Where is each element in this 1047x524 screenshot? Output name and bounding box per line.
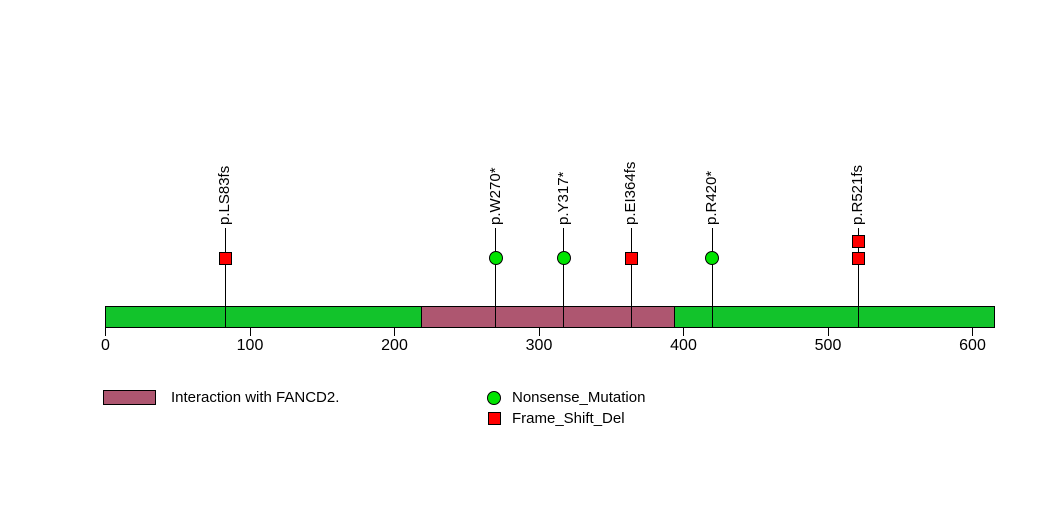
mutation-marker xyxy=(488,251,503,265)
axis-tick-label: 100 xyxy=(236,337,264,354)
axis-tick xyxy=(683,328,684,336)
legend-nonsense-mutation: Nonsense_Mutation xyxy=(487,389,645,406)
mutation-stem xyxy=(630,228,632,328)
legend-domain: Interaction with FANCD2. xyxy=(103,389,339,406)
mutation-stem xyxy=(711,228,713,328)
mutation-marker xyxy=(556,251,571,265)
legend-domain-label: Interaction with FANCD2. xyxy=(171,389,340,406)
mutation-stem xyxy=(563,228,565,328)
axis-tick-label: 400 xyxy=(670,337,697,354)
axis-tick xyxy=(105,328,106,336)
axis-tick xyxy=(249,328,251,336)
axis-tick-label: 300 xyxy=(525,337,553,354)
domain-interaction-with-fancd2- xyxy=(420,306,675,328)
mutation-marker xyxy=(624,251,638,265)
nonsense-mutation-circle-icon xyxy=(487,390,501,405)
axis-tick xyxy=(394,328,395,336)
mutation-label: p.Y317* xyxy=(554,171,572,225)
frame-shift-del-square-icon xyxy=(488,412,501,425)
axis-tick xyxy=(538,328,540,336)
mutation-label: p.EI364fs xyxy=(622,161,640,225)
mutation-stem xyxy=(495,228,497,328)
mutation-label: p.R420* xyxy=(703,170,721,225)
mutation-label: p.LS83fs xyxy=(216,165,234,225)
axis-tick xyxy=(827,328,829,336)
mutation-marker xyxy=(851,234,865,248)
axis-tick-label: 0 xyxy=(101,337,110,354)
legend-nonsense-mutation-label: Nonsense_Mutation xyxy=(512,389,646,406)
axis-tick xyxy=(972,328,973,336)
legend-frame-shift-del-label: Frame_Shift_Del xyxy=(512,410,625,427)
mutation-label: p.R521fs xyxy=(849,164,867,225)
axis-tick-label: 200 xyxy=(381,337,408,354)
mutation-marker xyxy=(851,251,865,265)
mutation-stem xyxy=(224,228,226,328)
domain-color-swatch xyxy=(103,390,156,405)
mutation-stem xyxy=(857,228,859,328)
mutation-label: p.W270* xyxy=(486,167,504,225)
axis-tick-label: 500 xyxy=(814,337,842,354)
legend-frame-shift-del: Frame_Shift_Del xyxy=(488,410,625,427)
axis-tick-label: 600 xyxy=(959,337,986,354)
mutation-marker xyxy=(218,251,232,265)
mutation-marker xyxy=(705,251,720,265)
